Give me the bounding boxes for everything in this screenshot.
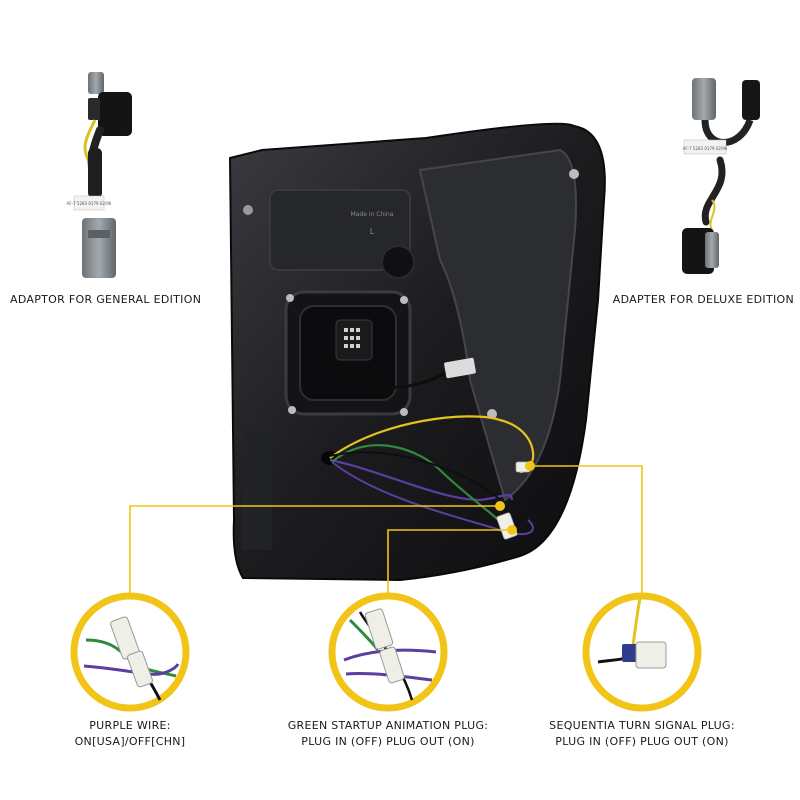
- general-adapter-illustration: AF-7 5283 0179 02/96: [67, 72, 132, 278]
- wire-harness: [329, 415, 535, 540]
- deluxe-adapter-label-text: ADAPTER FOR DELUXE EDITION: [612, 293, 794, 306]
- callout-caption-line2: ON[USA]/OFF[CHN]: [74, 735, 186, 748]
- callout-caption-line2: PLUG IN (OFF) PLUG OUT (ON): [555, 735, 729, 748]
- leader-line-purple-wire: [129, 505, 500, 596]
- general-adapter-label-text: ADAPTOR FOR GENERAL EDITION: [10, 293, 202, 306]
- zoom-circle-turn-signal: [582, 592, 702, 712]
- deluxe-adapter-label: ADAPTER FOR DELUXE EDITION: [596, 292, 794, 308]
- callout-caption-line1: SEQUENTIA TURN SIGNAL PLUG:: [549, 719, 735, 732]
- callout-caption-line1: PURPLE WIRE:: [89, 719, 171, 732]
- leader-line-green-plug: [387, 529, 512, 596]
- deluxe-adapter-tag-text: AF-7 5283 0179 02/96: [683, 146, 728, 151]
- tail-light-housing: Made in China L: [228, 122, 606, 582]
- deluxe-adapter-illustration: AF-7 5283 0179 02/96: [682, 78, 760, 274]
- general-adapter-label: ADAPTOR FOR GENERAL EDITION: [10, 292, 210, 308]
- housing-stamp-text: Made in China: [351, 211, 394, 218]
- callout-caption-purple-wire: PURPLE WIRE: ON[USA]/OFF[CHN]: [40, 718, 220, 750]
- callout-caption-line2: PLUG IN (OFF) PLUG OUT (ON): [301, 735, 475, 748]
- leader-line-turn-signal: [530, 465, 643, 596]
- leader-lines: [129, 465, 643, 596]
- zoom-circle-green-plug: [328, 592, 448, 712]
- callout-caption-line1: GREEN STARTUP ANIMATION PLUG:: [287, 719, 489, 732]
- callout-caption-turn-signal: SEQUENTIA TURN SIGNAL PLUG: PLUG IN (OFF…: [528, 718, 756, 750]
- housing-side-letter: L: [370, 227, 375, 236]
- callout-caption-green-plug: GREEN STARTUP ANIMATION PLUG: PLUG IN (O…: [268, 718, 508, 750]
- general-adapter-tag-text: AF-7 5283 0179 02/96: [67, 201, 112, 206]
- connector-pin-grid: [344, 328, 360, 348]
- zoom-circle-purple-wire: [70, 592, 190, 712]
